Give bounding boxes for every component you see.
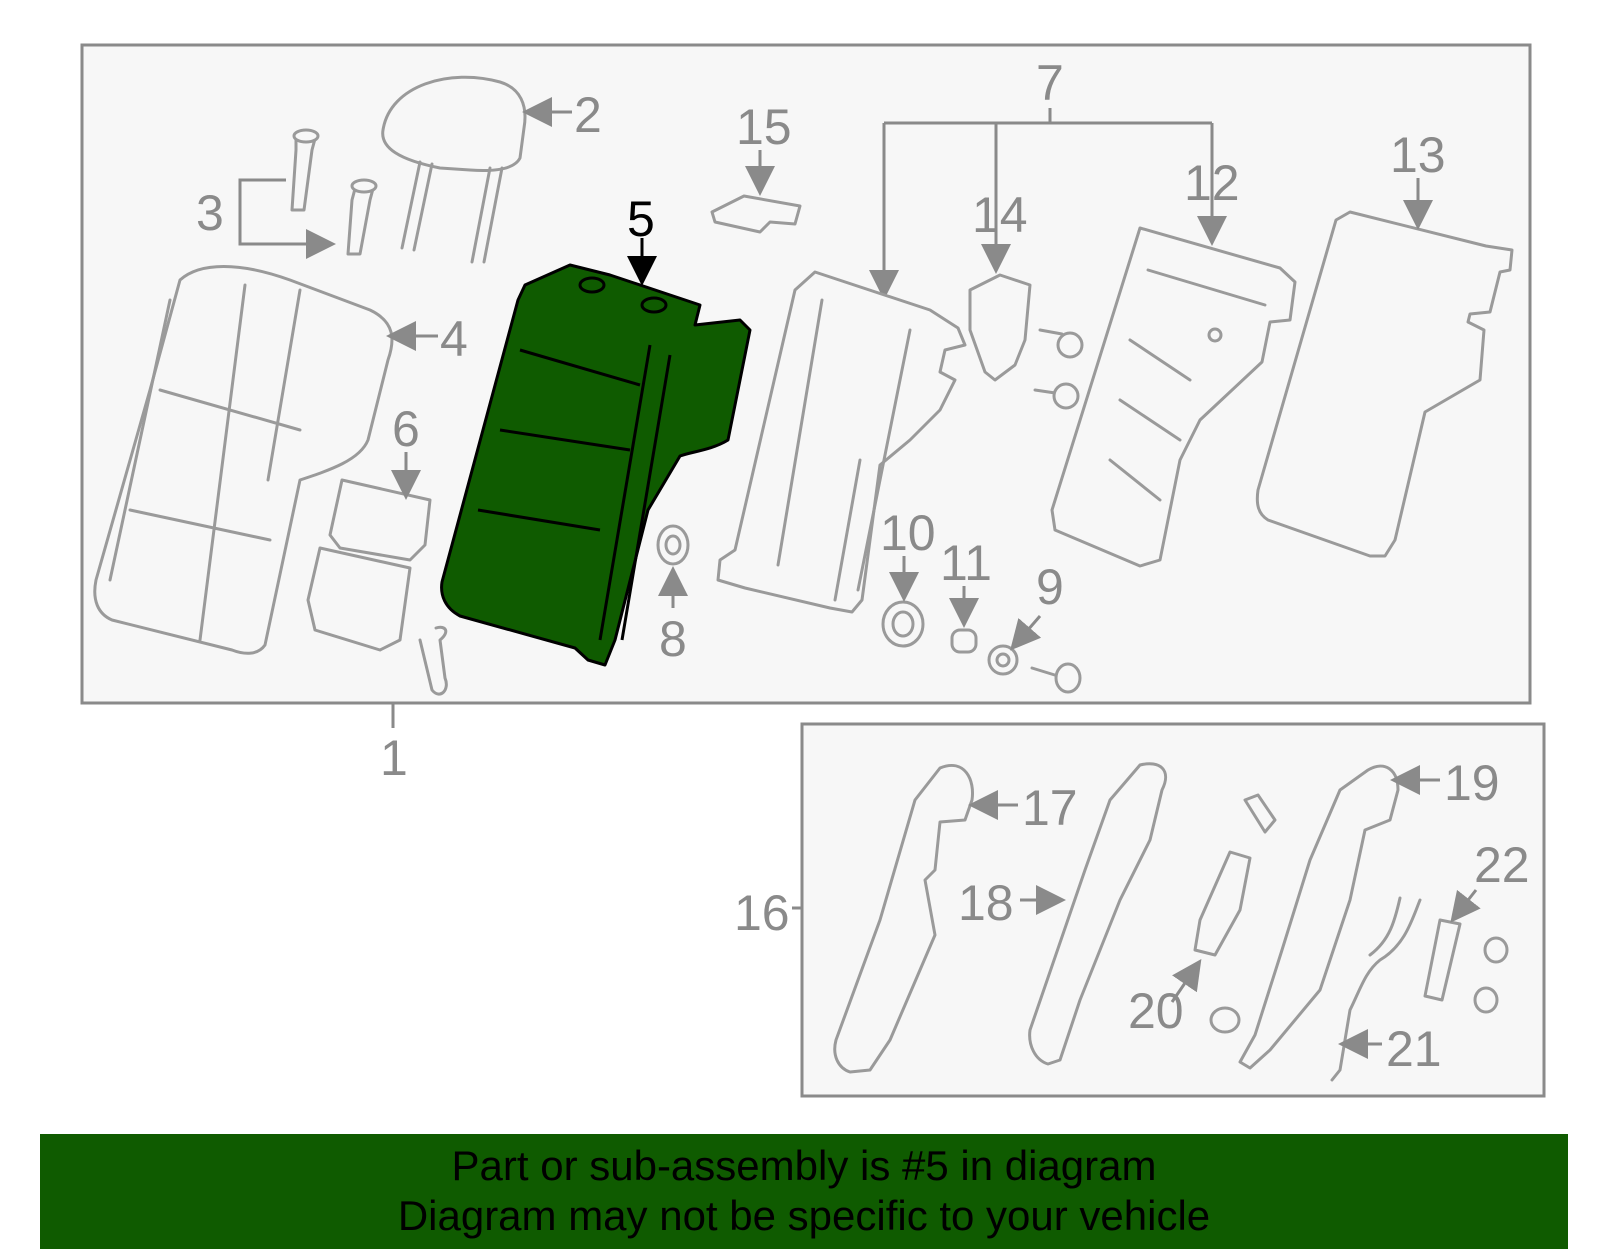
- callout-15: 15: [736, 99, 792, 155]
- callout-11: 11: [940, 535, 992, 591]
- leader-9: [1010, 615, 1042, 651]
- part-3-headrest-guides[interactable]: [290, 128, 378, 256]
- callout-6: 6: [392, 401, 420, 457]
- callout-7: 7: [1036, 55, 1064, 111]
- callout-9: 9: [1036, 559, 1064, 615]
- callout-16: 16: [734, 885, 790, 941]
- part-17-side-trim[interactable]: [833, 764, 975, 1074]
- callout-17: 17: [1022, 780, 1078, 836]
- callout-8: 8: [659, 611, 687, 667]
- part-5-seatback-frame-highlighted[interactable]: [440, 263, 752, 667]
- callout-2: 2: [574, 87, 602, 143]
- part-12-perforated-panel[interactable]: [1050, 226, 1297, 568]
- part-19-hinge-cover[interactable]: [1238, 764, 1400, 1070]
- part-7-back-frame[interactable]: [716, 270, 967, 614]
- part-8-grommet[interactable]: [656, 524, 690, 566]
- callout-18: 18: [958, 875, 1014, 931]
- callout-21: 21: [1386, 1021, 1442, 1077]
- callout-13: 13: [1390, 127, 1446, 183]
- callout-22: 22: [1474, 837, 1530, 893]
- leader-20: [1170, 959, 1202, 1003]
- banner-line-1: Part or sub-assembly is #5 in diagram: [451, 1142, 1157, 1189]
- part-21-cable[interactable]: [1330, 896, 1422, 1082]
- callout-12: 12: [1184, 155, 1240, 211]
- part-20-cover[interactable]: [1193, 793, 1277, 1034]
- part-2-headrest[interactable]: [381, 75, 527, 264]
- banner-line-2: Diagram may not be specific to your vehi…: [397, 1192, 1211, 1239]
- part-11-spring[interactable]: [950, 628, 978, 654]
- part-14-bracket[interactable]: [968, 273, 1084, 410]
- callout-1: 1: [380, 730, 408, 786]
- callout-10: 10: [880, 505, 936, 561]
- callout-5: 5: [627, 191, 655, 247]
- part-22-clip-nuts[interactable]: [1423, 918, 1509, 1014]
- part-13-back-panel[interactable]: [1255, 210, 1514, 558]
- callout-19: 19: [1444, 755, 1500, 811]
- part-18-side-trim[interactable]: [1028, 762, 1168, 1066]
- part-9-washer-bolt[interactable]: [987, 644, 1082, 694]
- callout-20: 20: [1128, 983, 1184, 1039]
- leader-7: [882, 108, 1214, 292]
- leader-3: [238, 178, 330, 244]
- callout-4: 4: [440, 311, 468, 367]
- callout-14: 14: [972, 187, 1028, 243]
- part-6-bracket[interactable]: [306, 478, 448, 696]
- part-10-bushing[interactable]: [881, 600, 925, 648]
- info-banner: Part or sub-assembly is #5 in diagram Di…: [40, 1134, 1568, 1249]
- leader-22: [1450, 889, 1481, 923]
- part-15-clip[interactable]: [710, 194, 802, 234]
- callout-3: 3: [196, 185, 224, 241]
- part-4-seatback-cover[interactable]: [93, 265, 394, 655]
